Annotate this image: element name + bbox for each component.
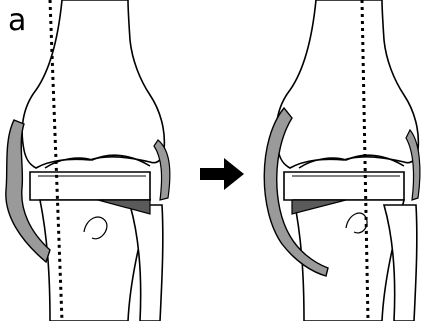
femur-before [22,0,164,168]
knee-after [276,0,418,321]
cartilage-lateral-before [154,140,170,200]
arrow-right-icon [200,158,244,190]
knee-before [22,0,164,321]
femur-after [276,0,418,168]
